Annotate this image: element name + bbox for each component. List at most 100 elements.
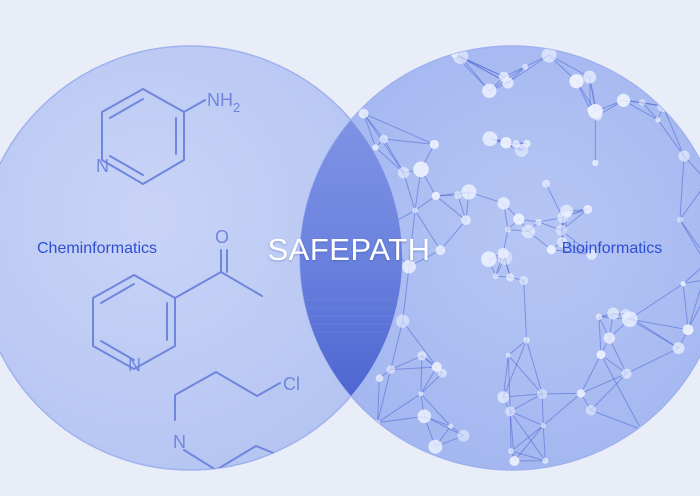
network-node xyxy=(556,236,568,248)
network-edge xyxy=(435,195,467,221)
network-edge xyxy=(561,209,588,231)
network-edge xyxy=(402,266,410,322)
network-edge xyxy=(402,320,438,368)
network-edge xyxy=(580,373,627,394)
network-edge xyxy=(510,450,546,462)
network-node xyxy=(657,100,669,113)
network-edge xyxy=(590,373,627,411)
network-edge xyxy=(403,172,416,211)
network-node xyxy=(395,314,410,328)
network-node xyxy=(535,218,542,226)
network-node xyxy=(519,275,529,286)
network-edge xyxy=(523,280,528,341)
network-edge xyxy=(682,283,689,330)
network-node xyxy=(429,139,439,150)
intersection-texture xyxy=(300,299,402,333)
network-edge xyxy=(541,393,544,426)
network-node xyxy=(492,273,499,280)
network-node xyxy=(560,204,574,218)
network-node xyxy=(397,166,410,179)
chlorine-label: Cl xyxy=(283,374,300,394)
network-node xyxy=(461,215,471,226)
network-edge xyxy=(683,277,700,285)
network-node xyxy=(620,309,631,319)
network-edge xyxy=(561,241,592,255)
network-edge xyxy=(526,340,543,395)
network-edge xyxy=(679,219,700,262)
network-node xyxy=(596,350,606,360)
network-node xyxy=(595,313,603,320)
network-node xyxy=(448,423,454,429)
network-node xyxy=(546,245,556,255)
network-edge xyxy=(420,372,443,395)
network-edge xyxy=(679,219,700,279)
network-node xyxy=(372,144,379,151)
intersection-label: SAFEPATH xyxy=(267,232,431,267)
network-edge xyxy=(377,393,422,423)
network-node xyxy=(682,324,694,336)
network-node xyxy=(678,150,690,162)
network-edge xyxy=(509,411,515,462)
network-edge xyxy=(377,378,380,423)
network-node xyxy=(638,98,646,106)
network-edge xyxy=(363,113,435,145)
network-node xyxy=(412,207,418,214)
network-edge xyxy=(514,425,544,462)
network-node xyxy=(672,342,685,355)
network-node xyxy=(523,336,530,344)
left-set-label: Cheminformatics xyxy=(36,240,158,257)
ring1-nitrogen-label: N xyxy=(96,156,109,176)
network-node xyxy=(402,259,416,274)
network-edge xyxy=(510,425,544,452)
network-edge xyxy=(629,318,689,331)
network-edge xyxy=(641,102,659,121)
network-node xyxy=(435,245,446,255)
network-node xyxy=(482,131,498,147)
network-edge xyxy=(424,415,464,437)
network-node xyxy=(569,74,584,89)
network-edge xyxy=(542,392,581,395)
network-node xyxy=(428,439,443,454)
network-edge xyxy=(626,347,679,375)
network-node xyxy=(655,117,661,123)
network-edge xyxy=(509,393,543,412)
network-node xyxy=(418,391,424,397)
network-edge xyxy=(440,219,467,251)
network-edge xyxy=(687,260,700,330)
network-node xyxy=(417,351,427,361)
network-edge xyxy=(679,181,700,220)
network-node xyxy=(453,191,462,200)
network-node xyxy=(537,388,548,399)
network-edge xyxy=(551,249,592,256)
network-node xyxy=(431,361,442,372)
network-node xyxy=(522,63,529,70)
network-node xyxy=(431,191,440,201)
network-node xyxy=(603,332,615,344)
network-node xyxy=(482,83,497,99)
network-node xyxy=(386,365,395,374)
network-node xyxy=(583,70,597,84)
network-edge xyxy=(687,277,700,330)
network-node xyxy=(457,429,470,442)
network-node xyxy=(506,273,515,282)
network-node xyxy=(508,448,515,455)
network-node xyxy=(497,197,510,210)
network-node xyxy=(592,111,603,121)
network-edge xyxy=(375,147,404,174)
network-edge xyxy=(679,156,685,220)
network-node xyxy=(452,48,469,65)
network-node xyxy=(505,226,512,233)
network-node xyxy=(521,224,536,239)
network-edge xyxy=(542,393,582,426)
network-node xyxy=(607,307,620,320)
network-edge xyxy=(420,355,423,394)
network-edge xyxy=(507,339,527,356)
network-edge xyxy=(507,354,543,395)
network-node xyxy=(587,106,594,113)
network-node xyxy=(505,352,511,358)
network-node xyxy=(497,247,509,259)
network-node xyxy=(576,389,586,398)
ring2-nitrogen-label: N xyxy=(128,355,141,375)
network-edge xyxy=(580,354,602,394)
